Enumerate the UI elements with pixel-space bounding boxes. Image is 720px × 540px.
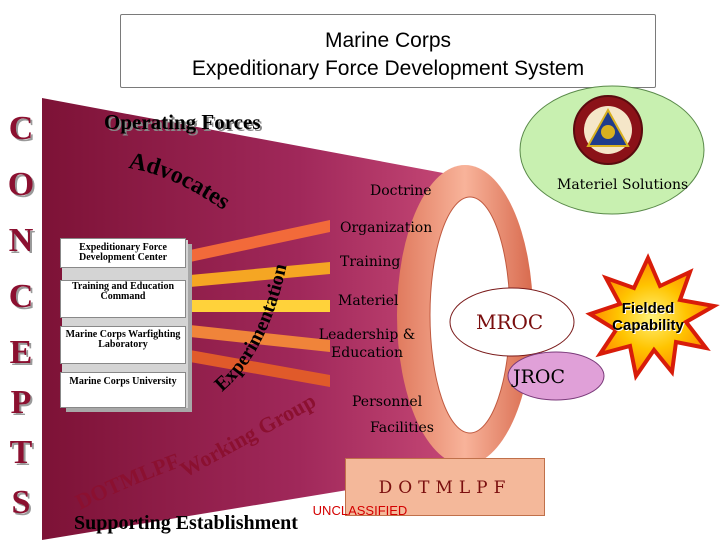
fielded-capability-starburst	[585, 253, 720, 382]
dotmlpf-box-label: DOTMLPF	[378, 478, 512, 498]
concepts-letter: O	[7, 166, 35, 203]
organization-label: Organization	[340, 220, 433, 236]
dotmlpf-box	[345, 458, 545, 516]
experimentation-label: Experimentation	[210, 262, 291, 396]
marine-corps-seal	[573, 95, 643, 165]
training-label: Training	[340, 254, 401, 270]
materiel-solutions-label: Materiel Solutions	[557, 177, 689, 193]
arrow-bundle	[190, 220, 330, 387]
working-group-label: Working Group	[176, 388, 320, 483]
concepts-letter: P	[10, 384, 32, 421]
mroc-label: MROC	[476, 310, 544, 334]
mroc-ellipse	[449, 287, 575, 357]
panel-tecom: Training and Education Command	[60, 280, 186, 318]
concepts-letter: C	[8, 110, 34, 147]
title-line-1: Marine Corps	[324, 29, 452, 52]
jroc-ellipse	[507, 351, 605, 401]
concepts-letter: T	[9, 434, 33, 471]
concepts-letter: C	[8, 278, 34, 315]
jroc-label: JROC	[513, 366, 566, 388]
panel-mcwl: Marine Corps Warfighting Laboratory	[60, 326, 186, 364]
doctrine-label: Doctrine	[370, 183, 432, 199]
supporting-establishment-label: Supporting Establishment	[74, 512, 298, 534]
leadership-education-label: Leadership & Education	[318, 327, 416, 361]
title-line-2: Expeditionary Force Development System	[191, 57, 585, 80]
panel-mcu: Marine Corps University	[60, 372, 186, 408]
funnel-shape	[42, 98, 470, 540]
personnel-label: Personnel	[352, 394, 423, 410]
concepts-letter: S	[11, 484, 31, 521]
concepts-letter: E	[9, 334, 33, 371]
panel-efdc: Expeditionary Force Development Center	[60, 238, 186, 268]
title-box: Marine Corps Expeditionary Force Develop…	[120, 14, 656, 88]
facilities-label: Facilities	[370, 420, 434, 436]
classification-label: UNCLASSIFIED	[312, 503, 408, 518]
concepts-letter: N	[8, 222, 34, 259]
operating-forces-label: Operating Forces	[104, 110, 261, 134]
dotmlpf-curve-label: DOTMLPF	[71, 448, 183, 515]
fielded-capability-label: Fielded Capability	[612, 300, 684, 334]
advocates-label: Advocates	[127, 148, 235, 215]
materiel-label: Materiel	[338, 293, 399, 309]
